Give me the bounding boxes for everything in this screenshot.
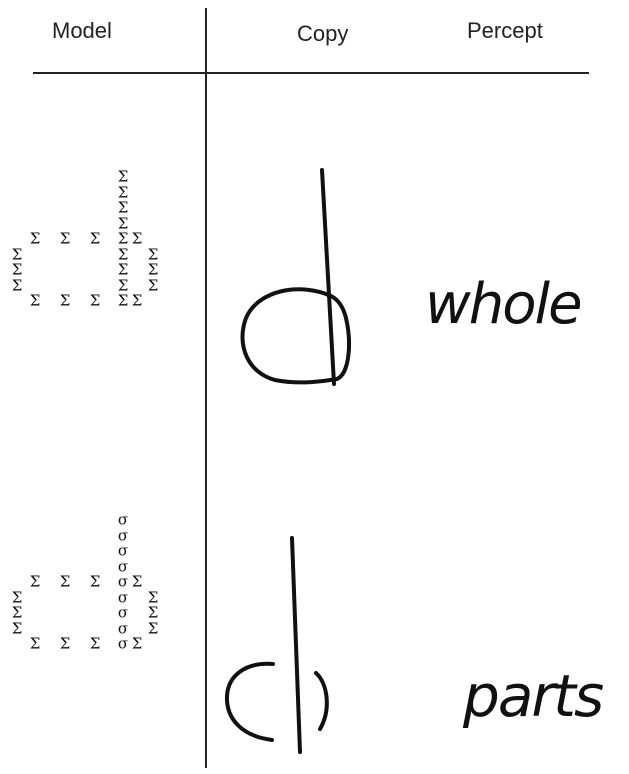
copy-drawing-2 xyxy=(227,538,327,752)
percept-label-1: whole xyxy=(425,272,581,337)
percept-label-2: parts xyxy=(463,662,602,730)
copy-drawing-1 xyxy=(243,170,349,384)
